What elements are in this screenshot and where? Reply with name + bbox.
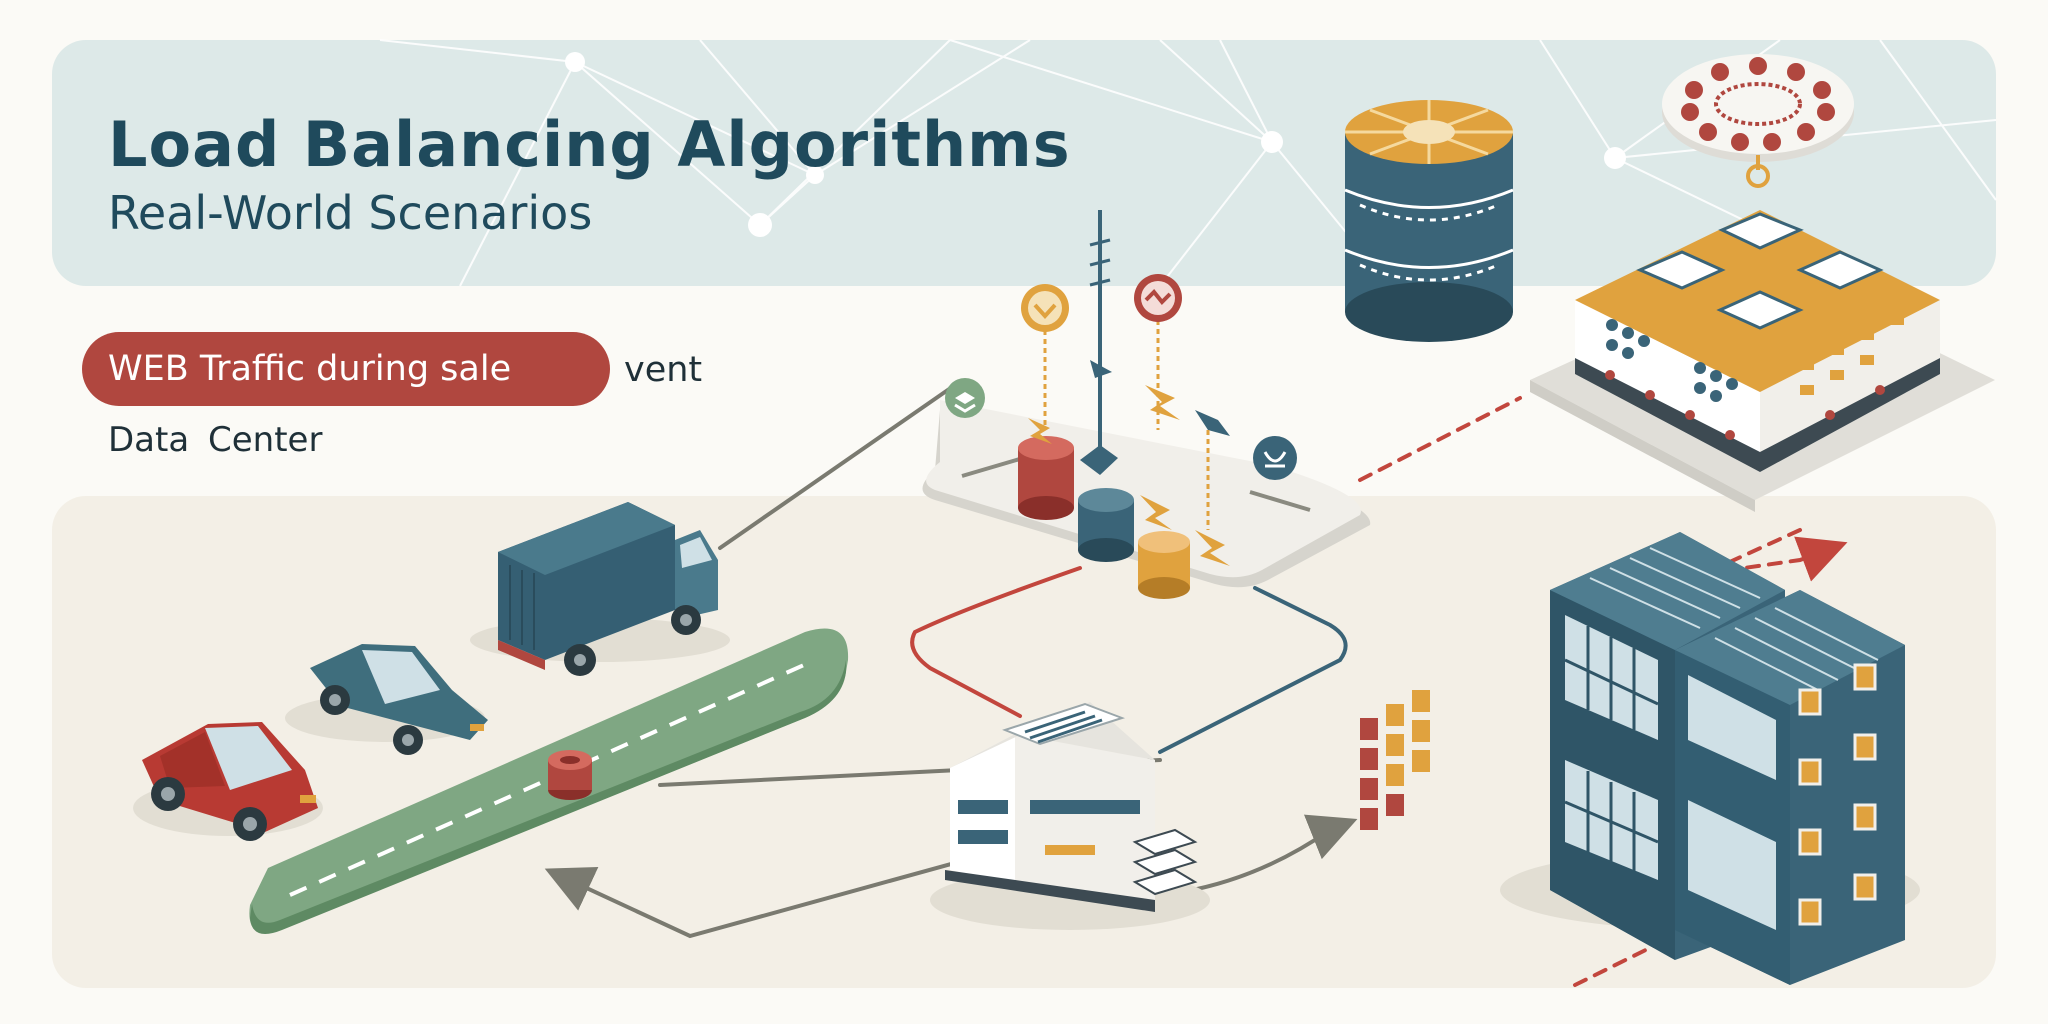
server-pool-orange-icon <box>1138 531 1190 599</box>
road-icon <box>249 628 849 934</box>
heart-health-icon <box>1021 284 1069 332</box>
car-icon <box>285 644 488 755</box>
user-node-icon <box>1253 436 1297 480</box>
server-rack-icon <box>1530 54 1995 512</box>
office-building-icon <box>930 702 1210 930</box>
server-pool-red-icon <box>1018 436 1074 520</box>
layers-icon <box>945 378 985 418</box>
traffic-sensor-icon <box>548 750 592 800</box>
truck-icon <box>470 502 730 676</box>
alert-node-icon <box>1134 274 1182 322</box>
round-robin-dial-icon <box>1662 54 1854 188</box>
database-cluster-icon <box>1344 100 1514 342</box>
car-icon <box>133 722 323 841</box>
skyscraper-icon <box>1500 532 1920 985</box>
load-balancer-icon <box>922 210 1371 599</box>
server-pool-navy-icon <box>1078 488 1134 562</box>
traffic-grid-icon <box>1360 690 1430 830</box>
